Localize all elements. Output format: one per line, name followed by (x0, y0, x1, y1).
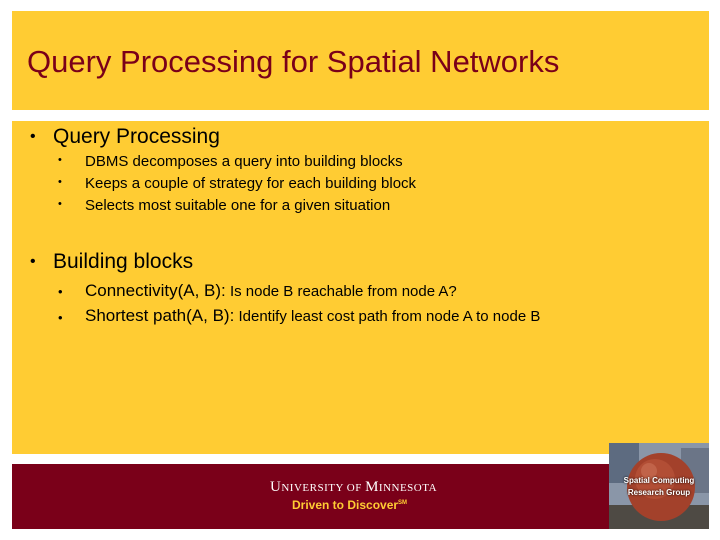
title-band (12, 11, 709, 110)
list-item: Connectivity(A, B): Is node B reachable … (85, 281, 457, 301)
section-heading-query-processing: Query Processing (53, 125, 220, 148)
logo-line1: Spatial Computing (623, 476, 695, 485)
term: Shortest path(A, B): (85, 306, 235, 325)
description: Identify least cost path from node A to … (238, 308, 541, 325)
list-item: Selects most suitable one for a given si… (85, 197, 391, 214)
section-heading-building-blocks: Building blocks (53, 250, 194, 273)
slide-title: Query Processing for Spatial Networks (27, 44, 560, 79)
list-item: Keeps a couple of strategy for each buil… (85, 175, 417, 192)
research-group-logo: Spatial Computing Research Group (609, 443, 709, 529)
bullet-icon: • (58, 310, 63, 325)
bullet-icon: • (58, 284, 63, 299)
content-area (12, 121, 709, 454)
list-item: DBMS decomposes a query into building bl… (85, 153, 403, 170)
footer-band (12, 464, 709, 529)
bullet-icon: • (30, 128, 36, 145)
bullet-icon: • (58, 176, 62, 188)
university-wordmark: UNIVERSITY OF MINNESOTA (270, 479, 438, 495)
bullet-icon: • (30, 253, 36, 270)
bullet-icon: • (58, 154, 62, 166)
description: Is node B reachable from node A? (229, 283, 457, 300)
logo-line2: Research Group (627, 488, 691, 497)
bullet-icon: • (58, 198, 62, 210)
tagline: Driven to DiscoverSM (292, 498, 408, 512)
sphere-sculpture-icon (609, 443, 709, 529)
list-item: Shortest path(A, B): Identify least cost… (85, 306, 540, 326)
term: Connectivity(A, B): (85, 281, 226, 300)
